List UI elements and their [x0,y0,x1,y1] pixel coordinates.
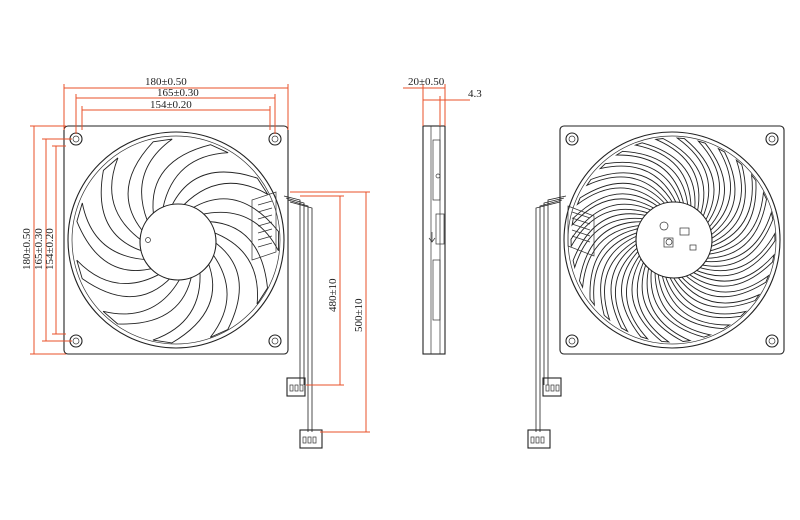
rear-blade-11 [650,268,713,338]
rear-blade-2 [707,173,757,252]
rear-blade-8 [672,275,761,308]
rear-blade-14 [621,250,650,340]
front-frame [63,125,289,355]
dim-width-outer: 180±0.50 [145,76,187,88]
front-blade-2 [152,260,214,344]
front-blade-6 [100,157,143,252]
dim-height-outer: 180±0.50 [21,228,33,270]
front-blade-4 [76,259,173,298]
rear-blade-26 [633,142,696,212]
rear-blade-24 [598,161,682,206]
dim-height-holes: 165±0.30 [33,228,45,270]
rear-connector-large [527,429,551,449]
rear-blades [570,137,776,343]
rear-blade-15 [610,243,639,333]
front-blade-11 [207,221,268,305]
front-blade-9 [171,171,269,206]
dim-offset: 4.3 [468,88,482,100]
front-hub [139,203,217,281]
dim-cable-long: 500±10 [353,298,365,332]
rear-blade-23 [585,172,674,205]
rear-blade-13 [631,257,671,343]
front-fan-ring [67,131,285,349]
front-dimensions: 180±0.50 165±0.30 154±0.20 180±0.50 165±… [21,76,370,433]
rear-blade-7 [679,273,770,298]
rear-blade-19 [572,213,647,270]
front-connector-small [286,377,306,397]
front-blade-10 [191,198,280,252]
rear-blade-21 [571,193,659,227]
rear-blade-28 [675,137,715,223]
dim-height-inner: 154±0.20 [44,228,56,270]
rear-blade-12 [641,263,692,342]
front-connector-large [299,429,323,449]
rear-connector-small [542,377,562,397]
rear-hub [635,201,713,279]
rear-blade-27 [654,138,705,217]
side-dimensions: 20±0.50 4.3 [403,76,482,126]
dim-thickness: 20±0.50 [408,76,445,88]
rear-blade-9 [664,274,748,319]
rear-frame [559,125,785,355]
rear-blade-20 [570,203,653,248]
side-body [422,125,446,355]
rear-blade-6 [687,253,775,287]
rear-blade-25 [614,150,689,208]
rear-blade-3 [703,191,767,259]
rear-mounting-holes [565,132,779,348]
rear-fan-ring [563,131,781,349]
rear-blade-17 [589,228,639,307]
rear-blade-30 [707,147,736,237]
rear-cable [527,195,567,449]
dim-cable-short: 480±10 [327,278,339,312]
front-blade-8 [152,144,229,214]
rear-blade-5 [693,232,776,277]
front-blade-1 [209,240,240,338]
rear-blade-4 [699,210,774,267]
rear-view [527,125,785,449]
rear-blade-16 [600,235,638,322]
front-cable [283,195,323,449]
front-blade-7 [127,138,173,232]
front-blade-5 [76,202,154,271]
rear-blade-18 [579,221,643,289]
rear-blade-10 [657,272,732,330]
front-blade-3 [102,273,193,325]
dim-width-inner: 154±0.20 [150,99,192,111]
dim-width-holes: 165±0.30 [157,87,199,99]
side-view [422,125,446,355]
rear-blade-29 [696,140,725,230]
rear-blade-22 [576,182,667,207]
front-blades [76,138,280,344]
rear-blade-1 [708,158,746,245]
front-view [63,125,323,449]
